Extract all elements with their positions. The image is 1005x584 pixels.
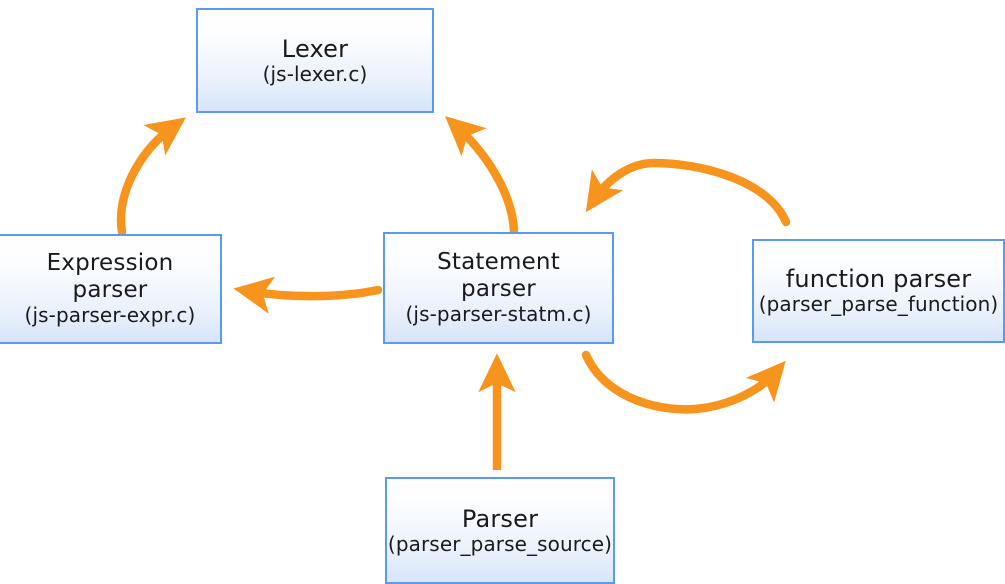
node-expression-parser-subtitle: (js-parser-expr.c) — [24, 303, 196, 328]
node-lexer-subtitle: (js-lexer.c) — [262, 61, 368, 86]
node-function-parser-subtitle: (parser_parse_function) — [758, 292, 999, 317]
edge-statement-to-function — [581, 350, 786, 414]
node-statement-parser-title-line2: parser — [461, 276, 536, 303]
node-function-parser-title: function parser — [785, 265, 972, 294]
node-statement-parser-title-line1: Statement — [437, 249, 560, 276]
edge-statement-to-expression — [233, 276, 383, 314]
node-expression-parser[interactable]: Expression parser (js-parser-expr.c) — [0, 234, 222, 344]
node-parser-subtitle: (parser_parse_source) — [387, 531, 613, 556]
node-parser-title: Parser — [461, 504, 539, 533]
node-statement-parser-subtitle: (js-parser-statm.c) — [405, 302, 592, 327]
node-lexer[interactable]: Lexer (js-lexer.c) — [196, 8, 434, 113]
node-parser[interactable]: Parser (parser_parse_source) — [385, 477, 615, 584]
node-expression-parser-title-line1: Expression — [46, 250, 174, 277]
node-statement-parser[interactable]: Statement parser (js-parser-statm.c) — [383, 232, 614, 344]
node-expression-parser-title-line2: parser — [72, 277, 148, 304]
node-lexer-title: Lexer — [281, 34, 349, 63]
edge-function-to-statement — [585, 158, 791, 227]
node-function-parser[interactable]: function parser (parser_parse_function) — [752, 239, 1005, 343]
edge-statement-to-lexer — [445, 116, 519, 236]
edge-expression-to-lexer — [116, 117, 186, 237]
